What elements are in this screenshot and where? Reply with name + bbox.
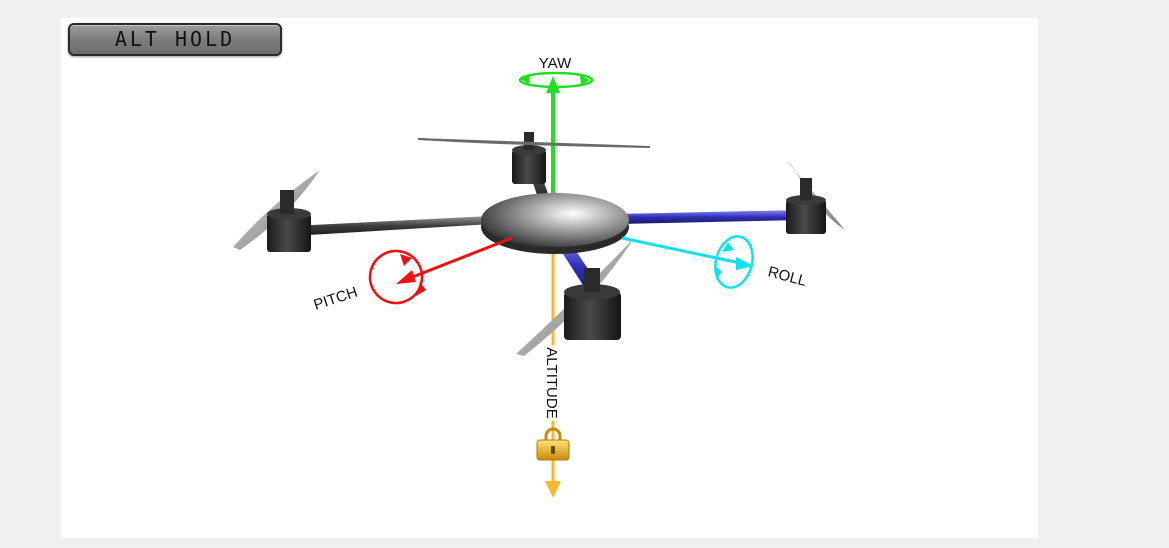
yaw-axis [518,71,594,205]
motor-left [233,170,320,252]
altitude-label-bg [544,345,562,421]
pitch-label: PITCH [312,284,360,314]
flight-mode-badge: ALT HOLD [68,23,282,56]
yaw-label: YAW [539,55,572,72]
arm-back-left [292,216,492,236]
motor-rear [417,132,651,184]
lock-icon [536,427,570,461]
roll-label: ROLL [766,263,808,290]
motor-front [516,238,634,356]
arm-right [615,210,800,224]
pitch-axis [368,236,513,305]
quadcopter-body [481,193,629,254]
motor-right [786,160,845,234]
roll-axis [621,235,754,289]
altitude-label: ALTITUDE [543,347,560,418]
